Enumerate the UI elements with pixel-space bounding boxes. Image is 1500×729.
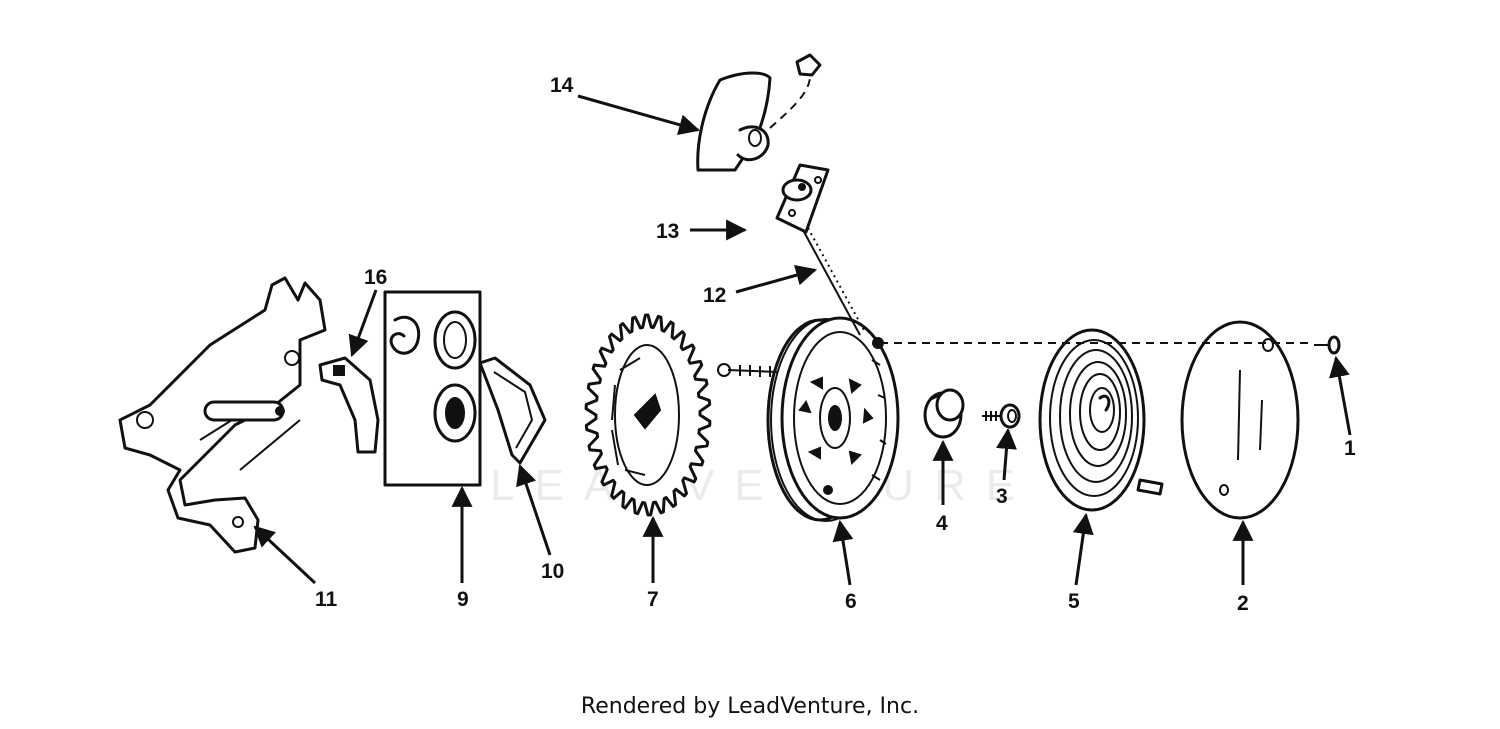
part-4-bushing[interactable] [923,388,965,439]
callout-2: 2 [1237,592,1249,615]
callout-13: 13 [656,220,679,243]
part-10-spring-clip[interactable] [478,356,547,465]
part-12-rope[interactable] [802,227,866,336]
callout-leaders [253,94,1352,586]
part-16-pawl[interactable] [318,356,380,454]
callout-12: 12 [703,284,726,307]
callout-16: 16 [364,266,387,289]
callout-14: 14 [550,74,574,97]
watermark-text: LEADVENTURE [490,461,1035,510]
callout-6: 6 [845,590,857,613]
part-13-retainer-plate[interactable] [775,163,830,234]
part-11-bracket[interactable] [118,276,327,554]
pulley-screw [717,363,779,377]
callout-5: 5 [1068,590,1080,613]
callout-7: 7 [647,588,659,611]
callout-11: 11 [315,588,338,611]
callout-10: 10 [541,560,564,583]
credit-text: Rendered by LeadVenture, Inc. [580,694,920,719]
callout-1: 1 [1344,437,1356,460]
part-2-cover[interactable] [1180,320,1300,520]
callout-9: 9 [457,588,469,611]
part-9-plate[interactable] [383,290,482,487]
part-5-recoil-spring[interactable] [1038,328,1164,512]
part-3-screw[interactable] [982,403,1021,429]
part-1-cover-screw[interactable] [1314,335,1341,355]
part-14-handle[interactable] [696,53,822,172]
part-7-gear[interactable] [584,313,712,517]
callout-3: 3 [996,485,1008,508]
part-6-pulley[interactable] [766,316,900,522]
callout-4: 4 [936,512,948,535]
